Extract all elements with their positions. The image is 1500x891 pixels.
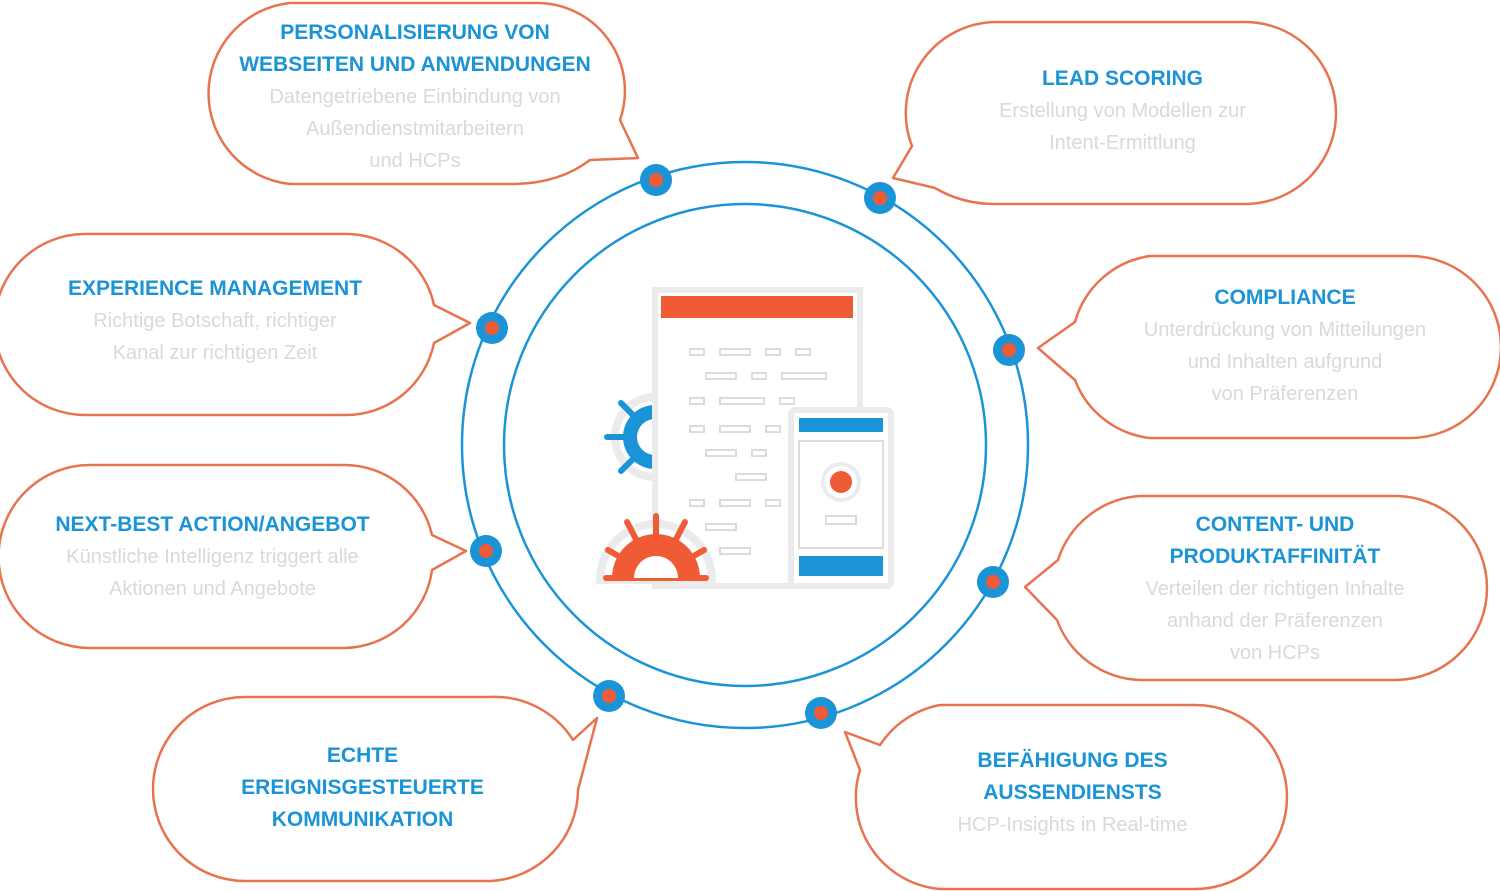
- title-line: BEFÄHIGUNG DES: [977, 749, 1168, 772]
- bubble-outline-lead-scoring: [891, 20, 1338, 206]
- bubble-outline-befaehigung: [843, 703, 1289, 891]
- document-text-lines: [689, 348, 827, 555]
- title-line: EXPERIENCE MANAGEMENT: [67, 277, 363, 300]
- bubble-title: PERSONALISIERUNG VON WEBSEITEN UND ANWEN…: [195, 17, 635, 81]
- ring-dot-lead-scoring: [864, 182, 896, 214]
- bubble-body: HCP-Insights in Real-time: [880, 809, 1265, 841]
- title-line: ECHTE: [326, 744, 399, 767]
- bubble-echte-kommunikation: ECHTE EREIGNISGESTEUERTE KOMMUNIKATION: [175, 740, 550, 836]
- ring-dot-befaehigung: [805, 697, 837, 729]
- ring-dot-echte-kommunikation: [593, 680, 625, 712]
- bubble-body: Richtige Botschaft, richtiger Kanal zur …: [20, 305, 410, 369]
- body-line: Erstellung von Modellen zur: [999, 100, 1246, 122]
- ring-dot-next-best-action: [470, 535, 502, 567]
- inner-ring: [502, 202, 988, 688]
- body-line: Datengetriebene Einbindung von: [269, 86, 561, 108]
- bubble-body: Unterdrückung von Mitteilungen und Inhal…: [1085, 314, 1485, 410]
- body-line: Künstliche Intelligenz triggert alle: [66, 546, 359, 568]
- bubble-title: ECHTE EREIGNISGESTEUERTE KOMMUNIKATION: [175, 740, 550, 836]
- body-line: und Inhalten aufgrund: [1187, 351, 1383, 373]
- title-line: NEXT-BEST ACTION/ANGEBOT: [55, 513, 370, 536]
- bubble-outline-echte-kommunikation: [151, 695, 599, 883]
- title-line: PRODUKTAFFINITÄT: [1169, 545, 1381, 568]
- body-line: von Präferenzen: [1211, 383, 1359, 405]
- document-gears-mobile-icon: [595, 287, 894, 589]
- title-line: CONTENT- UND: [1195, 513, 1355, 536]
- bubble-outline-experience-management: [0, 232, 472, 417]
- bubble-body: Datengetriebene Einbindung von Außendien…: [195, 81, 635, 177]
- bubble-outline-personalisierung: [207, 1, 640, 186]
- body-line: Richtige Botschaft, richtiger: [93, 310, 337, 332]
- body-line: Intent-Ermittlung: [1049, 132, 1196, 154]
- bubble-body: Verteilen der richtigen Inhalte anhand d…: [1075, 573, 1475, 669]
- ring-dot-personalisierung: [640, 164, 672, 196]
- bubble-body: Künstliche Intelligenz triggert alle Akt…: [10, 541, 415, 605]
- document-header-bar: [661, 296, 853, 318]
- bubble-compliance: COMPLIANCE Unterdrückung von Mitteilunge…: [1085, 282, 1485, 410]
- bubble-title: BEFÄHIGUNG DES AUSSENDIENSTS: [880, 745, 1265, 809]
- ring-dot-experience-management: [476, 312, 508, 344]
- bubble-next-best-action: NEXT-BEST ACTION/ANGEBOT Künstliche Inte…: [10, 509, 415, 605]
- bubble-outline-next-best-action: [0, 463, 468, 650]
- title-line: WEBSEITEN UND ANWENDUNGEN: [239, 53, 591, 76]
- bubble-body: Erstellung von Modellen zur Intent-Ermit…: [935, 95, 1310, 159]
- bubble-outline-content-produktaffinitaet: [1023, 494, 1489, 682]
- body-line: Verteilen der richtigen Inhalte: [1145, 578, 1405, 600]
- title-line: AUSSENDIENSTS: [983, 781, 1162, 804]
- bubble-title: CONTENT- UND PRODUKTAFFINITÄT: [1075, 509, 1475, 573]
- body-line: von HCPs: [1229, 642, 1321, 664]
- body-line: Unterdrückung von Mitteilungen: [1143, 319, 1427, 341]
- bubble-lead-scoring: LEAD SCORING Erstellung von Modellen zur…: [935, 63, 1310, 159]
- title-line: EREIGNISGESTEUERTE: [241, 776, 484, 799]
- body-line: anhand der Präferenzen: [1167, 610, 1383, 632]
- body-line: HCP-Insights in Real-time: [957, 814, 1188, 836]
- bubble-befaehigung: BEFÄHIGUNG DES AUSSENDIENSTS HCP-Insight…: [880, 745, 1265, 841]
- bubble-experience-management: EXPERIENCE MANAGEMENT Richtige Botschaft…: [20, 273, 410, 369]
- body-line: Außendienstmitarbeitern: [306, 118, 524, 140]
- ring-dots: [470, 164, 1025, 729]
- body-line: Kanal zur richtigen Zeit: [112, 342, 318, 364]
- body-line: und HCPs: [369, 150, 461, 172]
- title-line: PERSONALISIERUNG VON: [280, 21, 550, 44]
- title-line: COMPLIANCE: [1214, 286, 1356, 309]
- bubble-title: LEAD SCORING: [935, 63, 1310, 95]
- body-line: Aktionen und Angebote: [109, 578, 316, 600]
- bubble-title: NEXT-BEST ACTION/ANGEBOT: [10, 509, 415, 541]
- title-line: KOMMUNIKATION: [271, 808, 454, 831]
- ring-dot-compliance: [993, 334, 1025, 366]
- title-line: LEAD SCORING: [1041, 67, 1203, 90]
- bubble-content-produktaffinitaet: CONTENT- UND PRODUKTAFFINITÄT Verteilen …: [1075, 509, 1475, 669]
- mobile-device-icon: [788, 407, 894, 589]
- outer-ring: [460, 160, 1030, 730]
- bubble-title: COMPLIANCE: [1085, 282, 1485, 314]
- orange-gear-icon: [595, 513, 717, 584]
- bubble-outline-compliance: [1036, 254, 1500, 440]
- ring-dot-content-produktaffinitaet: [977, 566, 1009, 598]
- bubble-title: EXPERIENCE MANAGEMENT: [20, 273, 410, 305]
- bubble-personalisierung: PERSONALISIERUNG VON WEBSEITEN UND ANWEN…: [195, 17, 635, 177]
